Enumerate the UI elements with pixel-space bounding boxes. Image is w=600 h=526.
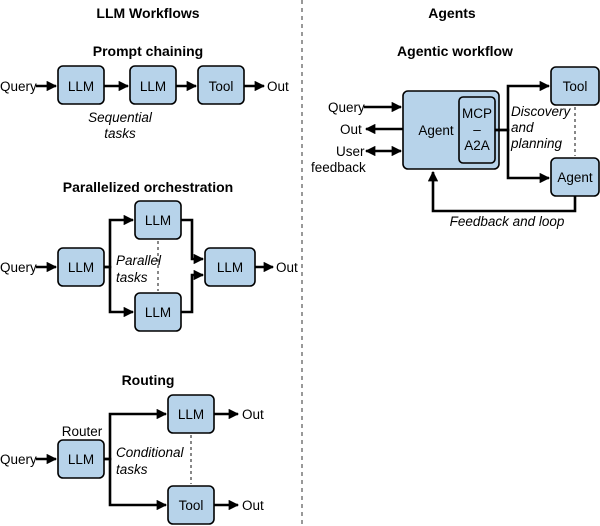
routing-router-llm-label: LLM (68, 452, 94, 467)
parallel-branch-top-label: LLM (145, 213, 171, 228)
prompt-chaining-out-label: Out (267, 79, 289, 94)
agentic-and-label: and (511, 120, 534, 135)
agentic-tool-label: Tool (563, 79, 588, 94)
parallel-note-2: tasks (116, 270, 148, 285)
agentic-user-label: User (336, 144, 365, 159)
parallel-split-bottom-arrow (104, 265, 135, 318)
agentic-agent2-label: Agent (557, 170, 593, 185)
routing-branch-bottom-label: Tool (179, 498, 204, 513)
routing-note-1: Conditional (116, 445, 185, 460)
parallel-note-1: Parallel (116, 253, 162, 268)
routing-out-top-label: Out (242, 407, 264, 422)
agentic-main-agent-label: Agent (418, 123, 454, 138)
prompt-chaining-note-2: tasks (104, 126, 136, 141)
agentic-out-label: Out (340, 122, 362, 137)
parallel-query-label: Query (0, 260, 37, 275)
agentic-loop-label: Feedback and loop (450, 214, 565, 229)
routing-query-label: Query (0, 452, 37, 467)
prompt-chaining-llm-2-label: LLM (140, 79, 166, 94)
agentic-mcp-dash-label: – (473, 122, 481, 137)
agentic-a2a-label: A2A (464, 138, 490, 153)
prompt-chaining-tool-label: Tool (209, 79, 234, 94)
routing-router-label: Router (62, 424, 103, 439)
parallel-merge-bottom-arrow (181, 269, 205, 314)
parallel-out-label: Out (276, 260, 298, 275)
agentic-workflow-title: Agentic workflow (397, 43, 513, 59)
agentic-mcp-label: MCP (462, 106, 492, 121)
parallel-merge-label: LLM (217, 260, 243, 275)
agentic-query-label: Query (328, 100, 365, 115)
prompt-chaining-note-1: Sequential (88, 110, 153, 125)
parallel-title: Parallelized orchestration (63, 179, 233, 195)
llm-workflows-title: LLM Workflows (96, 5, 199, 21)
parallel-source-label: LLM (68, 260, 94, 275)
agents-title: Agents (428, 5, 476, 21)
prompt-chaining-llm-1-label: LLM (68, 79, 94, 94)
parallel-branch-bottom-label: LLM (145, 305, 171, 320)
parallel-merge-top-arrow (181, 218, 205, 265)
agentic-feedback-label: feedback (311, 160, 366, 175)
prompt-chaining-title: Prompt chaining (93, 43, 203, 59)
agentic-to-agent-arrow (495, 128, 551, 184)
routing-branch-bottom-arrow (104, 457, 168, 511)
agentic-discovery-label: Discovery (511, 104, 572, 119)
routing-title: Routing (122, 372, 175, 388)
prompt-chaining-query-label: Query (0, 79, 37, 94)
routing-note-2: tasks (116, 462, 148, 477)
agentic-tool-box (550, 66, 600, 106)
routing-branch-top-label: LLM (178, 407, 204, 422)
agentic-planning-label: planning (510, 136, 563, 151)
agentic-feedback-loop-arrow (427, 170, 577, 213)
routing-out-bottom-label: Out (242, 498, 264, 513)
